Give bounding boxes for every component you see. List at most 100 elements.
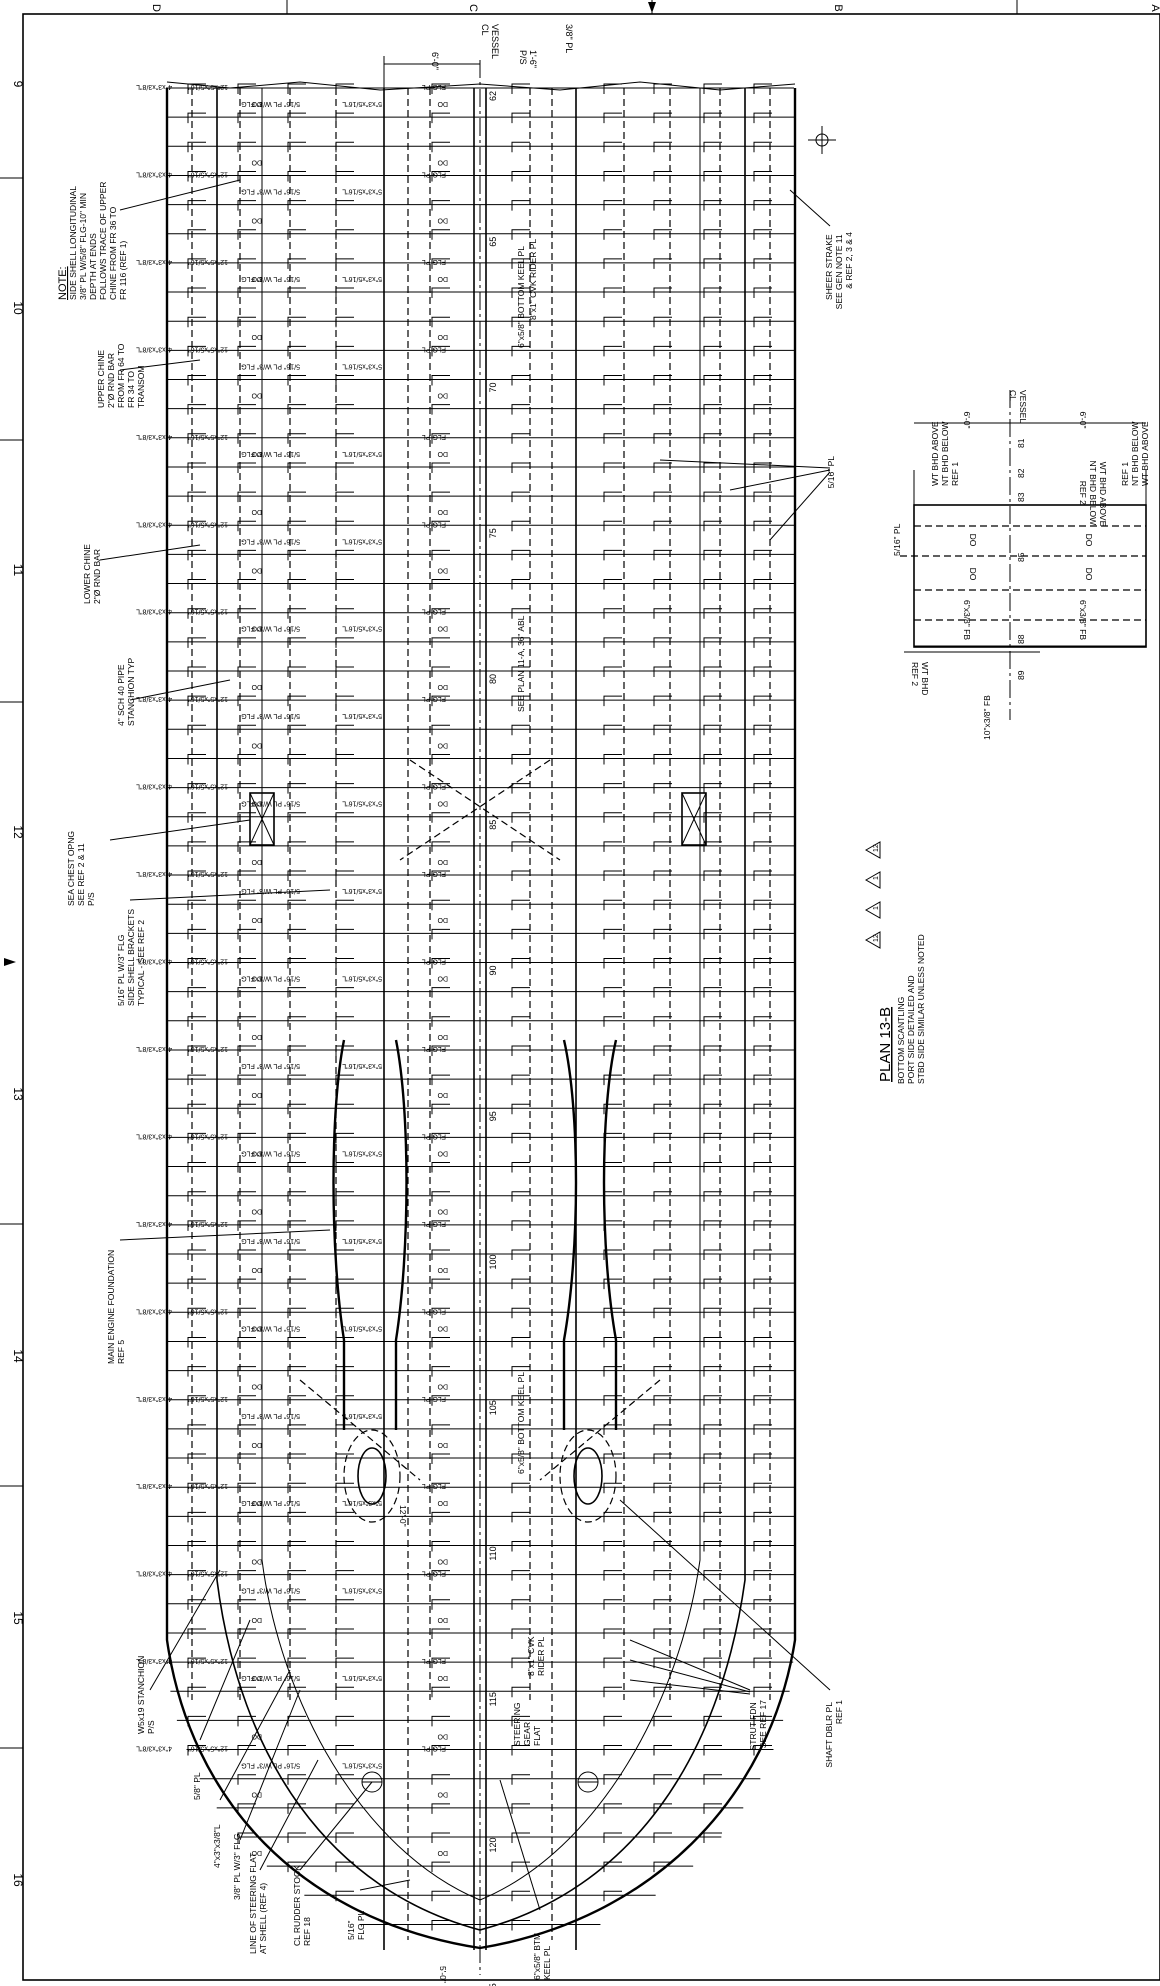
bracket-mark <box>431 549 450 561</box>
bracket-mark <box>287 1745 306 1756</box>
frame-number: 62 <box>488 91 498 101</box>
bracket-mark <box>187 1570 206 1581</box>
section-symbol <box>808 126 836 154</box>
member-label-pl-w3: 5/16" PL W/3" FLG <box>241 1237 300 1244</box>
bracket-mark <box>511 1774 530 1785</box>
bracket-mark <box>237 1628 256 1639</box>
member-label-pl-w3: 5/16" PL W/3" FLG <box>241 1149 300 1156</box>
ps-dimension: P/S 1'-6" <box>518 50 538 68</box>
bracket-mark <box>187 1220 206 1231</box>
member-label-do: DO <box>437 858 448 865</box>
bracket-mark <box>653 1832 672 1843</box>
bracket-mark <box>237 83 256 94</box>
bracket-mark <box>187 287 206 299</box>
bracket-mark <box>511 1599 530 1610</box>
member-label-pl-w3: 5/16" PL W/3" FLG <box>241 362 300 369</box>
bracket-mark <box>653 1191 672 1202</box>
bracket-mark <box>603 1774 622 1785</box>
bracket-mark <box>511 549 530 561</box>
bracket-mark <box>703 1162 722 1173</box>
bracket-mark <box>753 899 772 911</box>
bracket-mark <box>431 200 450 211</box>
bracket-mark <box>335 112 354 124</box>
bracket-mark <box>703 549 722 561</box>
member-label-angle-538: 5"x3"x5/16"L <box>342 362 382 369</box>
bracket-mark <box>287 1162 306 1173</box>
bracket-mark <box>335 637 354 648</box>
bracket-mark <box>511 1278 530 1290</box>
rev-mark-2: 1 <box>873 906 880 910</box>
bracket-mark <box>287 666 306 677</box>
member-label-do: DO <box>251 916 262 923</box>
bracket-mark <box>287 812 306 823</box>
bracket-mark <box>431 258 450 269</box>
member-label-angle: 12"x5"x5/16" <box>188 345 228 352</box>
bracket-mark <box>335 1861 354 1873</box>
frame-number: 125 <box>488 1983 498 1986</box>
member-label-do: DO <box>251 1266 262 1273</box>
left-zone-labels: 9 10 11 12 13 14 15 16 <box>11 81 25 1887</box>
bracket-mark <box>703 404 722 415</box>
bracket-mark <box>431 112 450 124</box>
bracket-mark <box>237 287 256 299</box>
bracket-mark <box>187 753 206 765</box>
detail-fb-right: 6"x3/8" FB <box>1078 600 1088 640</box>
detail-fb-left: 6"x3/8" FB <box>962 600 972 640</box>
member-label-do: DO <box>251 158 262 165</box>
bracket-mark <box>653 1745 672 1756</box>
bracket-mark <box>335 1336 354 1348</box>
bracket-mark <box>335 258 354 269</box>
member-label-angle-438: 4"x3"x3/8"L <box>136 608 172 615</box>
bracket-mark <box>237 724 256 736</box>
bracket-mark <box>603 841 622 852</box>
bracket-mark <box>703 1482 722 1494</box>
member-label-do: DO <box>251 1616 262 1623</box>
member-label-do: DO <box>251 683 262 690</box>
member-label-angle-538: 5"x3"x5/16"L <box>342 1762 382 1769</box>
bracket-mark <box>703 1016 722 1027</box>
bracket-mark <box>237 1366 256 1377</box>
bracket-mark <box>187 1191 206 1202</box>
bracket-mark <box>753 1599 772 1610</box>
top-dimensions: 6'-0" CL VESSEL P/S 1'-6" 3/8" PL <box>383 24 574 88</box>
bracket-mark <box>335 1774 354 1785</box>
bracket-mark <box>287 1045 306 1056</box>
bracket-mark <box>431 1249 450 1260</box>
zone-label-b: B <box>832 4 844 11</box>
bracket-mark <box>187 170 206 182</box>
bracket-mark <box>431 608 450 619</box>
bracket-mark <box>237 1307 256 1319</box>
member-label-pl-w3: 5/16" PL W/3" FLG <box>241 1062 300 1069</box>
bracket-mark <box>653 1366 672 1377</box>
bracket-mark <box>753 1511 772 1523</box>
detail-frame-85: 85 <box>1016 552 1026 562</box>
bracket-mark <box>237 1162 256 1173</box>
member-label-angle-438: 4"x3"x3/8"L <box>136 258 172 265</box>
bracket-mark <box>335 987 354 998</box>
bracket-mark <box>335 783 354 794</box>
bracket-mark <box>237 1424 256 1435</box>
bracket-mark <box>703 1715 722 1727</box>
member-label-do: DO <box>437 1266 448 1273</box>
top-plate-label: 3/8" PL <box>564 24 574 53</box>
bracket-mark <box>287 783 306 794</box>
bracket-mark <box>603 141 622 153</box>
pl-38-flg-note: 3/8" PL W/3" FLG <box>232 1833 242 1900</box>
bracket-mark <box>511 1832 530 1843</box>
zone-label-10: 10 <box>11 301 25 315</box>
bracket-mark <box>187 433 206 444</box>
lower-chine-note: LOWER CHINE 2"Ø RND BAR <box>82 542 102 604</box>
member-label-angle-538: 5"x3"x5/16"L <box>342 1149 382 1156</box>
bracket-mark <box>335 1686 354 1698</box>
bracket-mark <box>335 345 354 357</box>
bracket-mark <box>753 958 772 969</box>
zone-label-d: D <box>150 4 162 12</box>
bracket-mark <box>511 200 530 211</box>
bracket-mark <box>653 1715 672 1727</box>
bracket-mark <box>511 608 530 619</box>
bracket-mark <box>511 1511 530 1523</box>
bracket-mark <box>753 1103 772 1115</box>
bracket-mark <box>335 1074 354 1086</box>
